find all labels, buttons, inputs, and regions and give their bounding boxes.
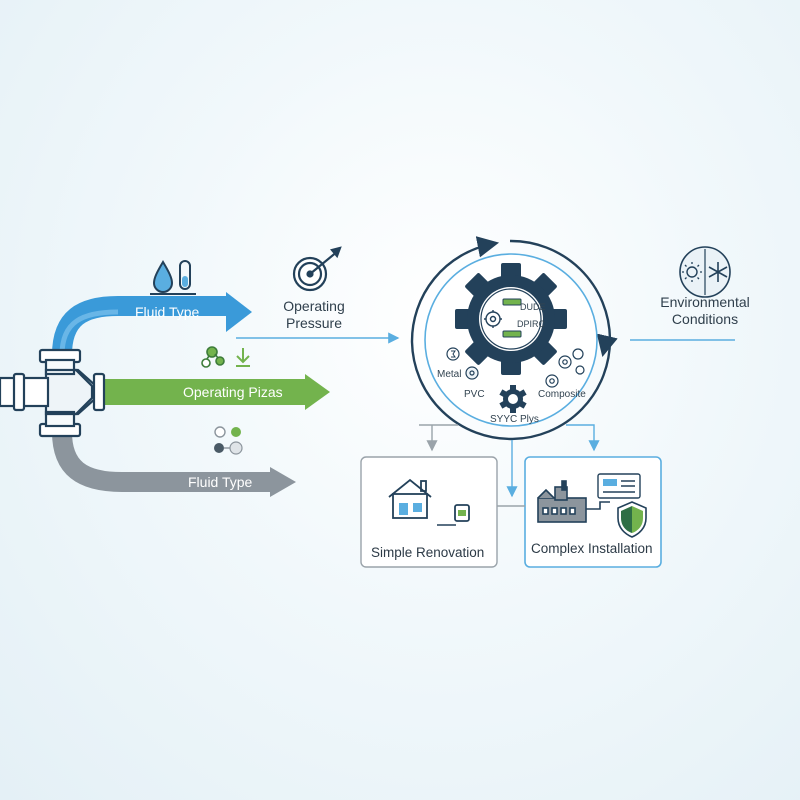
- material-composite-label: Composite: [538, 389, 586, 400]
- control-panel-icon: [597, 473, 641, 499]
- complex-installation-label: Complex Installation: [531, 541, 653, 556]
- house-icon: [388, 478, 470, 526]
- gear-text-2: DPIRC: [517, 319, 546, 329]
- material-metal-label: Metal: [437, 369, 462, 380]
- pressure-gauge-icon: [292, 246, 342, 292]
- simple-renovation-box: [360, 456, 498, 568]
- flow-arrow-fluid-type-2: [52, 431, 296, 497]
- arrow-label-fluid-type: Fluid Type: [135, 304, 200, 320]
- pipe-cross-icon: [0, 348, 106, 438]
- metal-icon: [446, 347, 460, 361]
- gear-text-1: DUDE: [520, 302, 546, 312]
- arrow-label-fluid-type-2: Fluid Type: [188, 474, 253, 490]
- flow-arrow-operating: [105, 374, 330, 410]
- toggle-dots-icon: [214, 426, 243, 455]
- environmental-conditions-label: Environmental Conditions: [660, 294, 750, 327]
- gear-icon: [455, 263, 567, 375]
- shield-icon: [617, 501, 647, 538]
- simple-renovation-label: Simple Renovation: [371, 545, 485, 560]
- material-pvc-label: PVC: [464, 389, 485, 400]
- operating-pressure-label: Operating Pressure: [283, 298, 345, 331]
- connector-to-complex: [566, 424, 600, 452]
- water-drop-test-tube-icon: [150, 260, 196, 295]
- material-center-label: SYYC Plys: [490, 414, 539, 425]
- flow-arrow-fluid-type: [52, 292, 252, 356]
- pvc-icon: [465, 366, 479, 380]
- small-gear-icon: [499, 385, 527, 413]
- arrow-label-operating: Operating Pizas: [183, 384, 283, 400]
- factory-icon: [537, 480, 610, 523]
- sun-snowflake-icon: [679, 246, 731, 298]
- composite-icons: [545, 348, 585, 388]
- molecule-download-icon: [201, 346, 250, 368]
